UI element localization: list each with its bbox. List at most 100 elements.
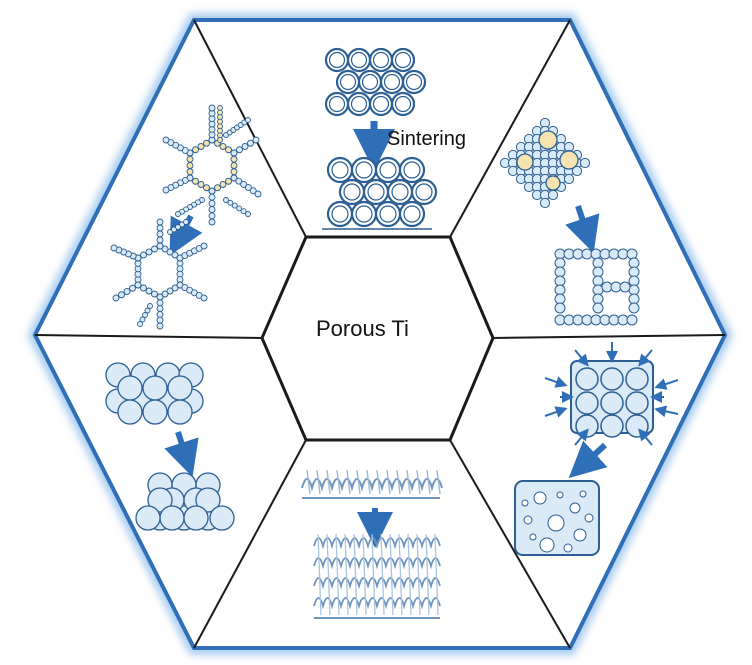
chain-bead — [192, 146, 199, 154]
porous-structure — [554, 248, 640, 326]
pore — [533, 491, 547, 505]
chain-bead — [241, 143, 249, 150]
stack-ridge — [389, 533, 394, 616]
corrugation-ridge — [326, 469, 331, 495]
chain-bead — [145, 287, 153, 295]
corrugated-sheet — [301, 469, 443, 499]
chain-bead — [254, 190, 262, 198]
powder-particle — [142, 399, 168, 425]
pressed-particle — [575, 414, 599, 438]
chain-bead — [151, 245, 158, 253]
chain-bead — [203, 184, 210, 192]
chain-bead — [208, 193, 216, 201]
chain-bead — [208, 199, 216, 207]
chain-bead — [244, 184, 252, 192]
pore — [529, 533, 537, 541]
corrugation-ridge — [306, 469, 311, 495]
powder-particle — [117, 375, 143, 401]
ring-array-after — [326, 156, 438, 228]
chain-bead — [230, 168, 238, 176]
space-holder-particle — [545, 175, 561, 191]
powder-particle — [628, 302, 640, 314]
pore — [521, 499, 529, 507]
pore — [556, 491, 564, 499]
stack-ridge — [362, 533, 367, 616]
corrugation-ridge — [346, 469, 351, 495]
stack-ridge — [407, 533, 412, 616]
stack-ridge — [371, 533, 376, 616]
pore — [547, 514, 565, 532]
stack-ridge — [317, 533, 322, 616]
chain-bead — [200, 242, 208, 250]
pressed-particle — [600, 414, 624, 438]
chain-bead — [208, 206, 216, 214]
powder-particle — [167, 399, 193, 425]
ring-inner — [405, 73, 423, 91]
chain-bead — [156, 316, 164, 324]
space-holder-arrow — [565, 205, 600, 254]
ring-inner — [343, 183, 361, 201]
chain-bead — [214, 184, 221, 192]
chain-bead — [236, 205, 243, 212]
replicated-foam — [110, 218, 208, 330]
lower-right-panel-pressing — [514, 342, 679, 556]
chain-bead — [175, 211, 181, 217]
ring-inner — [361, 73, 379, 91]
pressed-particle — [625, 414, 649, 438]
chain-bead — [156, 236, 164, 244]
chain-bead — [240, 208, 247, 215]
corrugation-ridge — [316, 469, 321, 495]
space-holder-particle — [538, 130, 558, 150]
powder-cluster — [499, 117, 591, 209]
powder-particle — [195, 487, 221, 513]
powder-particle — [117, 399, 143, 425]
center-hexagon — [260, 235, 495, 442]
corrugation-ridge — [396, 469, 401, 495]
chain-bead — [208, 187, 216, 195]
pressed-particle — [625, 391, 649, 415]
chain-bead — [245, 211, 251, 217]
pore — [573, 528, 587, 542]
chain-bead — [123, 288, 131, 295]
ring-inner — [328, 95, 346, 113]
chain-bead — [112, 294, 120, 302]
packed-powder — [135, 472, 235, 531]
chain-bead — [197, 181, 205, 188]
pressure-arrow — [574, 349, 589, 367]
chain-bead — [156, 242, 164, 250]
ring-inner — [379, 205, 397, 223]
stacked-sheet — [313, 557, 441, 570]
ring-inner — [339, 73, 357, 91]
space-holder-particle — [559, 150, 579, 170]
pressure-arrows — [544, 342, 679, 446]
pressing-arrow — [568, 440, 608, 479]
corrugation-ridge — [426, 469, 431, 495]
chain-bead — [140, 251, 147, 259]
powder-particle — [626, 314, 638, 326]
pore — [563, 543, 573, 553]
bottom-panel-additive — [301, 469, 443, 619]
corrugation-ridge — [406, 469, 411, 495]
chain-bead — [166, 287, 174, 295]
chain-bead — [192, 177, 199, 185]
ring-inner — [379, 161, 397, 179]
corrugation-ridge — [376, 469, 381, 495]
ring-inner — [331, 205, 349, 223]
powder-particle — [563, 173, 575, 185]
corrugation-ridge — [416, 469, 421, 495]
chain-bead — [249, 187, 257, 195]
ring-inner — [403, 205, 421, 223]
chain-bead — [162, 136, 170, 144]
pressure-arrow — [654, 378, 679, 390]
chain-bead — [200, 294, 208, 302]
chain-bead — [156, 322, 164, 330]
chain-bead — [137, 321, 143, 327]
sintering-label: Sintering — [387, 128, 466, 150]
pressed-particle — [575, 367, 599, 391]
chain-bead — [162, 186, 170, 194]
powder-particle — [167, 375, 193, 401]
stack-ridge — [380, 533, 385, 616]
ring-inner — [394, 95, 412, 113]
ring-inner — [415, 183, 433, 201]
